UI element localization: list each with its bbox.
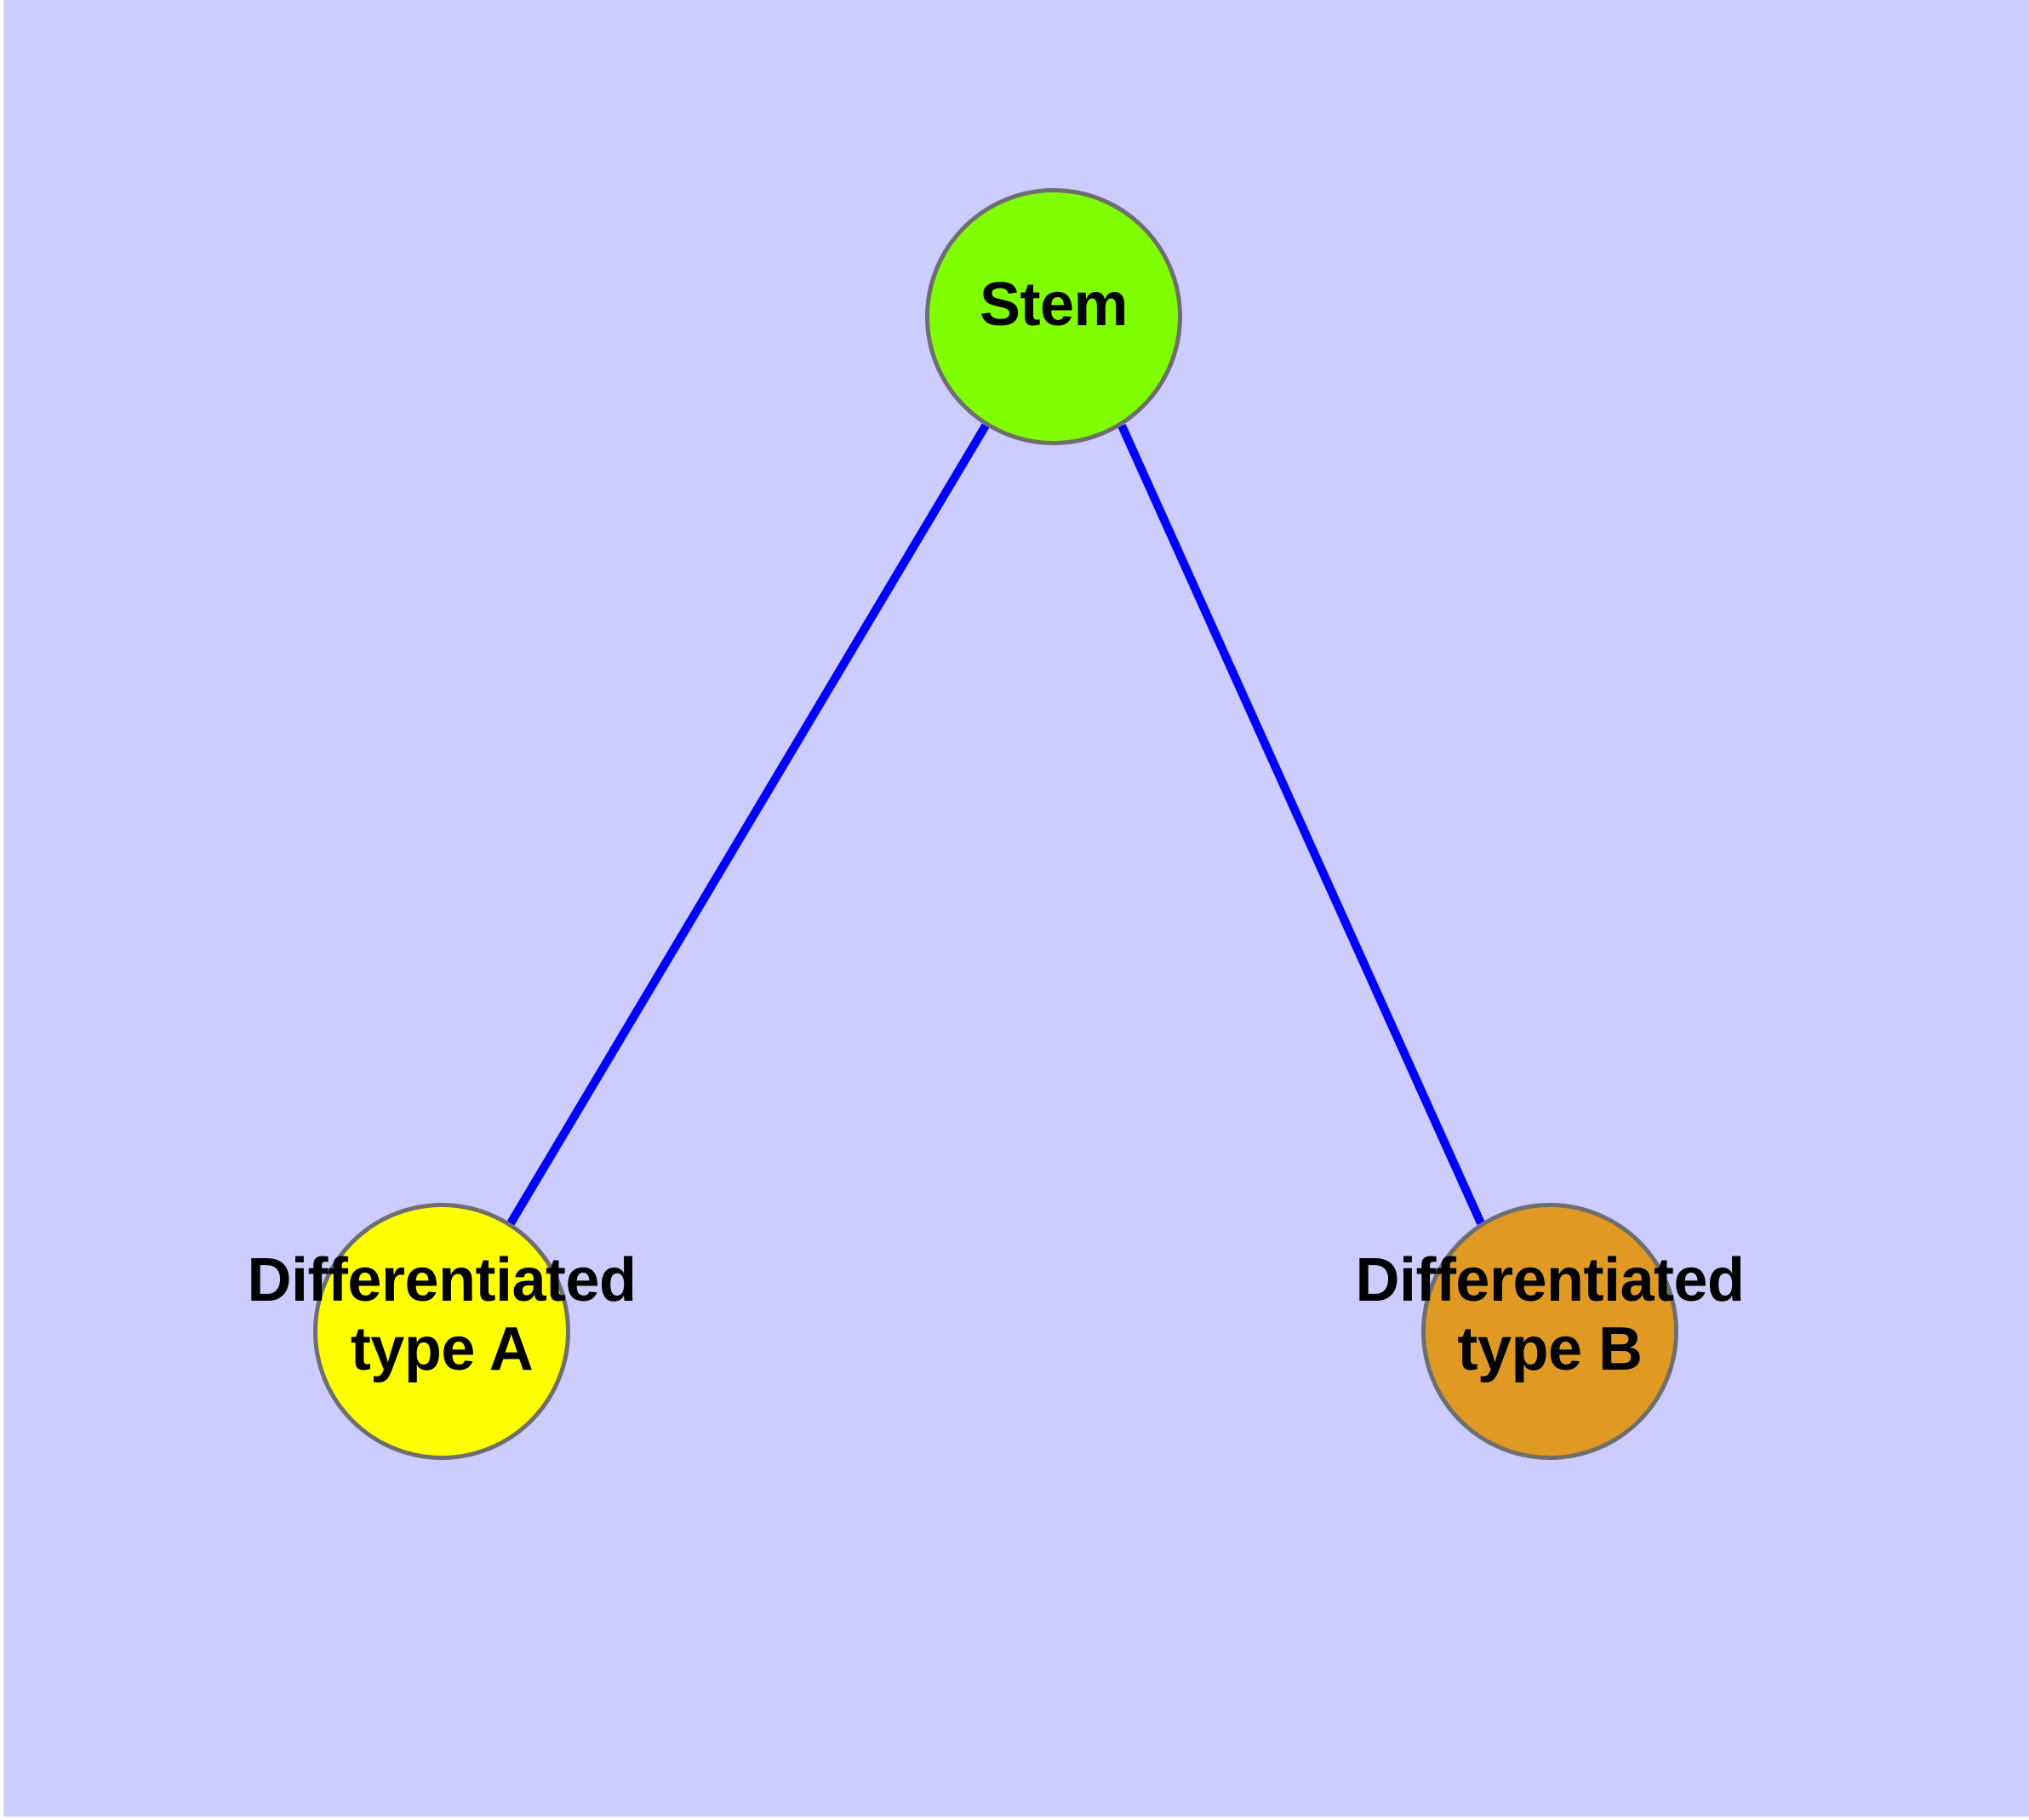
edge-stem-to-diff-b (1117, 423, 1485, 1226)
edge-stem-to-diff-a (506, 423, 990, 1226)
node-differentiated-type-a[interactable] (313, 1203, 570, 1460)
node-differentiated-type-b[interactable] (1421, 1203, 1678, 1460)
node-stem[interactable] (925, 188, 1182, 445)
